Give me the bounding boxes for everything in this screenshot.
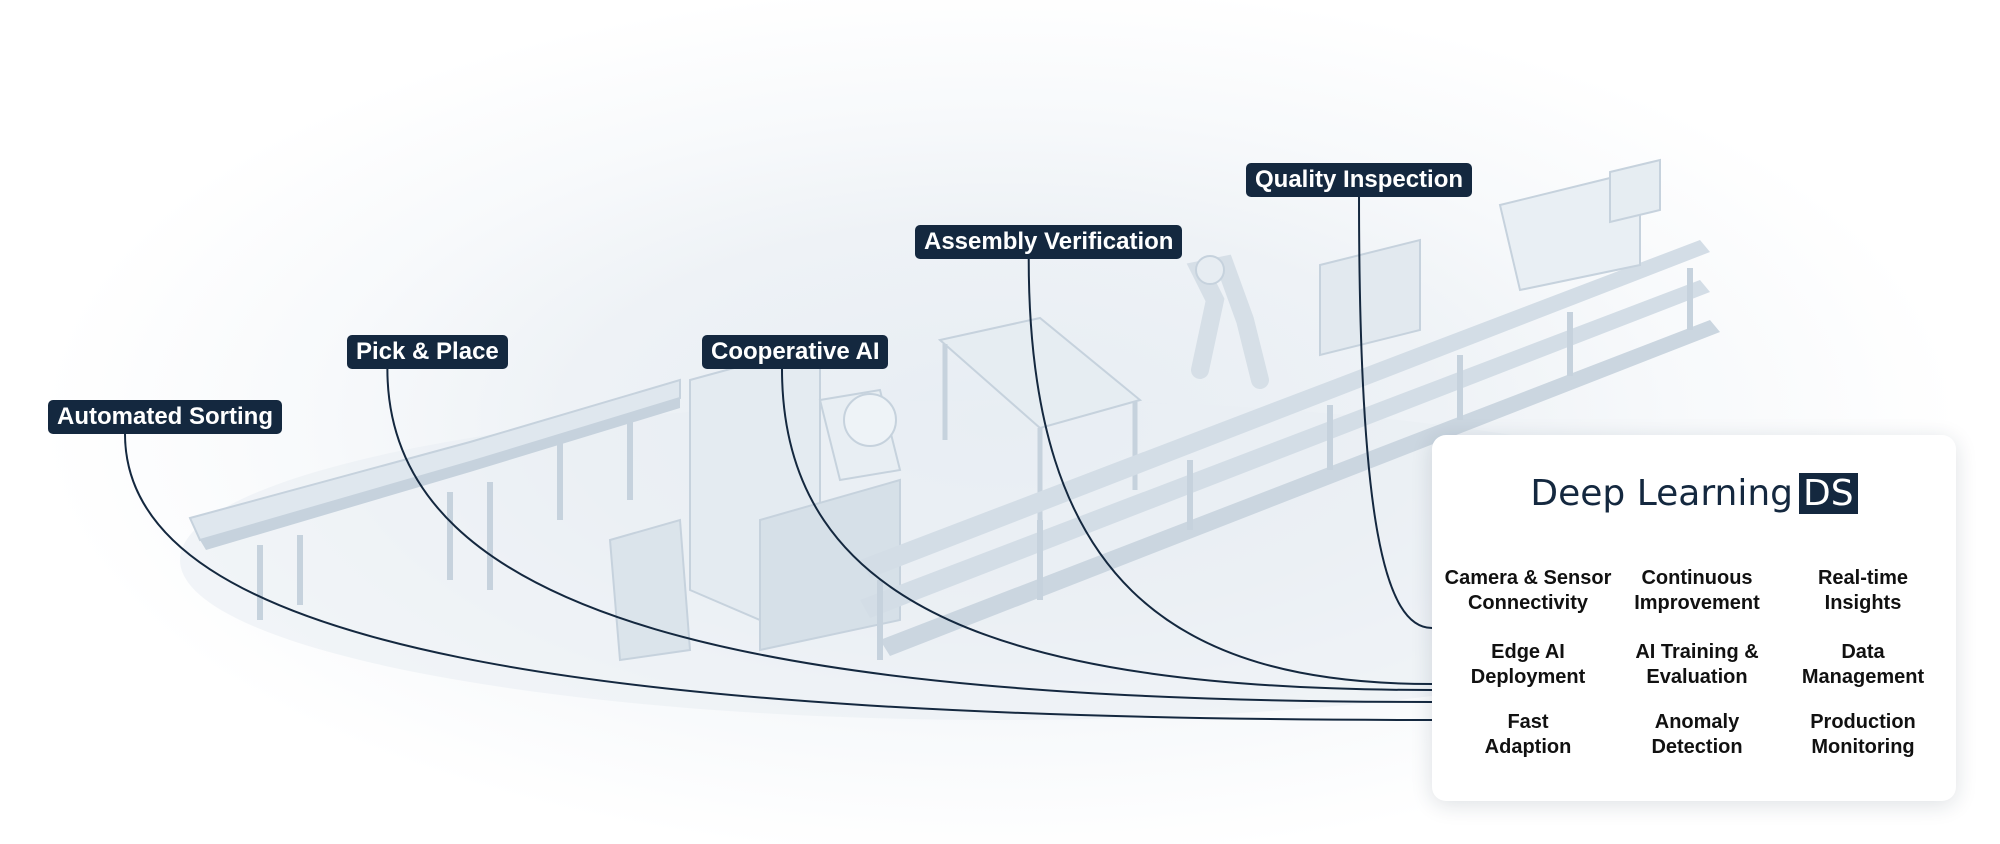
label-cooperative-ai: Cooperative AI: [702, 335, 889, 369]
label-pick-place: Pick & Place: [347, 335, 508, 369]
robot-cell: [608, 348, 902, 662]
brand-badge: DS: [1799, 473, 1858, 514]
leader-line-quality-inspection: [1358, 196, 1433, 629]
conveyor-left: [188, 378, 681, 620]
brand-name: Deep Learning: [1530, 473, 1794, 514]
leader-line-automated-sorting: [124, 433, 1433, 721]
robot-arm: [1186, 254, 1269, 389]
feature-ai-training-evaluation: AI Training &Evaluation: [1635, 641, 1759, 688]
label-quality-inspection: Quality Inspection: [1246, 163, 1473, 197]
label-automated-sorting: Automated Sorting: [48, 400, 282, 434]
inspection-table: [937, 316, 1143, 520]
label-assembly-verification: Assembly Verification: [915, 225, 1183, 259]
leader-line-pick-place: [386, 368, 1433, 703]
conveyor-rail: [860, 240, 1720, 660]
machine-cabinets: [1319, 158, 1661, 357]
leader-lines: [124, 196, 1433, 721]
leader-line-assembly-verification: [1027, 258, 1433, 685]
leader-line-cooperative-ai: [781, 368, 1433, 691]
